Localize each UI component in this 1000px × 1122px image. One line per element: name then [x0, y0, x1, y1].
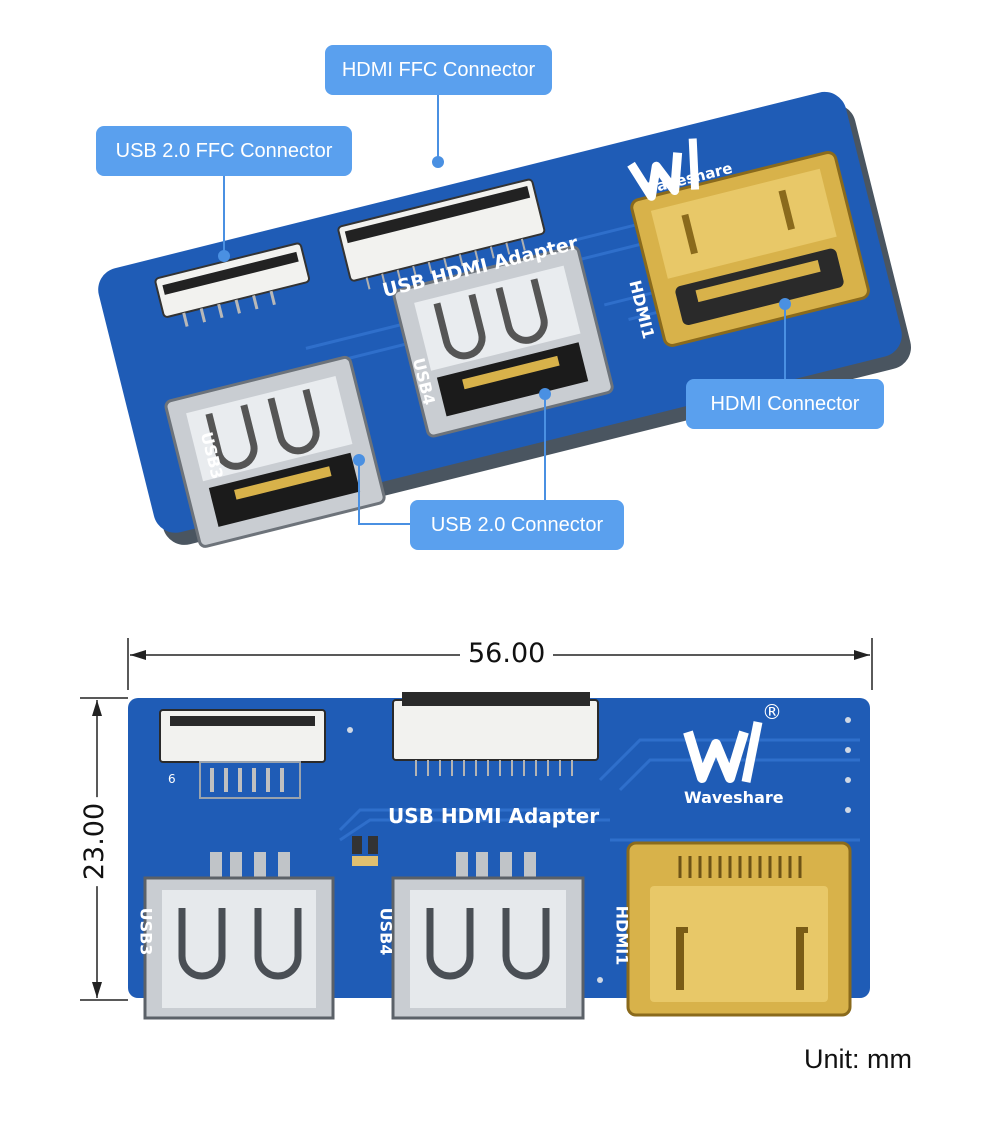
leader-dot-usb-ffc: [218, 250, 230, 262]
brand-name-flat: Waveshare: [684, 788, 784, 807]
registered-mark-flat: ®: [762, 700, 782, 724]
usb4-port-flat: [391, 852, 585, 1020]
hdmi1-label-flat: HDMI1: [612, 905, 632, 966]
unit-label: Unit: mm: [804, 1044, 912, 1074]
usb3-port-flat: [143, 852, 335, 1020]
usb4-label-flat: USB4: [376, 907, 396, 956]
leader-hdmi: [784, 305, 786, 379]
board-photo-angled: [98, 91, 911, 548]
waveshare-logo-flat: [683, 721, 763, 783]
callout-usb-ffc: USB 2.0 FFC Connector: [96, 126, 352, 176]
waveshare-logo-angled: [627, 138, 700, 201]
leader-dot-usb4: [539, 388, 551, 400]
board-title-flat: USB HDMI Adapter: [388, 804, 600, 828]
leader-usb-elbow-v: [358, 460, 360, 524]
hdmi-ffc-connector-angled: [337, 178, 546, 290]
pin6-label-flat: 6: [168, 772, 176, 786]
usb-ffc-connector-flat: [159, 709, 326, 799]
leader-usb-ffc: [223, 176, 225, 254]
registered-mark-angled: ®: [672, 92, 690, 113]
board-photo-flat: [128, 692, 870, 1020]
usb4-port-angled: [392, 245, 614, 438]
usb3-label-flat: USB3: [136, 907, 156, 956]
usb3-port-angled: [164, 355, 386, 548]
hdmi-port-flat: [626, 841, 852, 1017]
leader-dot-usb3: [353, 454, 365, 466]
callout-hdmi: HDMI Connector: [686, 379, 884, 429]
hdmi-ffc-connector-flat: [392, 692, 599, 776]
hdmi-port-angled: [630, 151, 870, 347]
usb-ffc-connector-angled: [154, 242, 311, 327]
leader-usb-vertical: [544, 395, 546, 500]
callout-usb: USB 2.0 Connector: [410, 500, 624, 550]
leader-usb-elbow-h: [358, 523, 410, 525]
leader-dot-hdmi: [779, 298, 791, 310]
smd-components-flat: [352, 836, 378, 866]
leader-hdmi-ffc: [437, 95, 439, 162]
leader-dot-hdmi-ffc: [432, 156, 444, 168]
dimension-width-value: 56.00: [460, 638, 554, 669]
callout-hdmi-ffc: HDMI FFC Connector: [325, 45, 552, 95]
